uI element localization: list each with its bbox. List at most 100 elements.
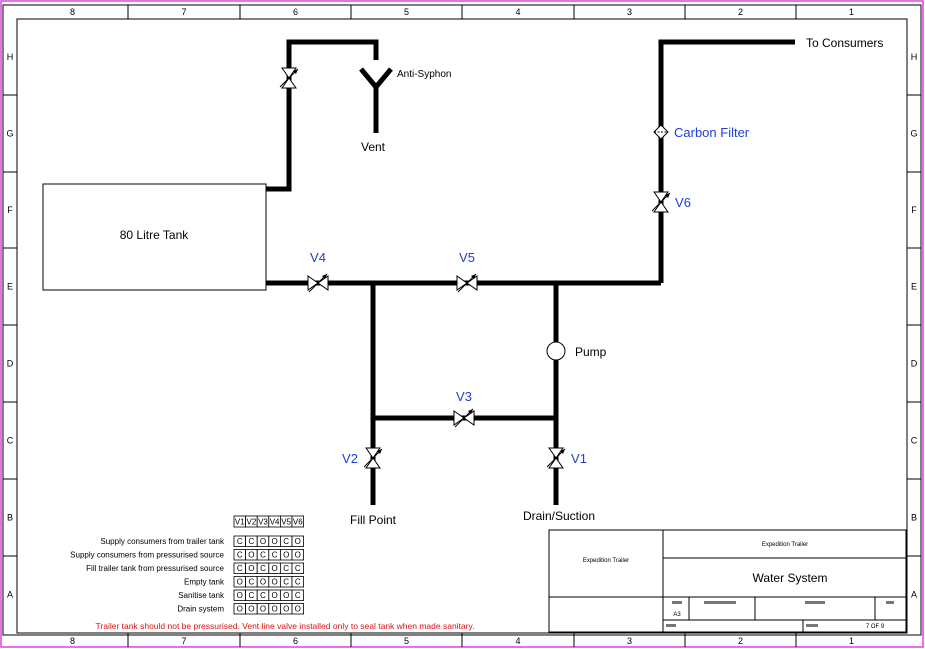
table-row-label: Sanitise tank — [178, 591, 225, 600]
table-cell-text: C — [283, 578, 289, 587]
table-cell-text: O — [295, 551, 301, 560]
row-label-left: E — [7, 282, 13, 292]
valve-v3 — [453, 408, 475, 428]
v6-label: V6 — [675, 195, 691, 210]
row-label-left: F — [7, 205, 13, 215]
field-placeholder — [704, 601, 736, 604]
pump-label: Pump — [575, 345, 607, 359]
table-cell-text: O — [248, 605, 254, 614]
table-cell-text: C — [249, 578, 255, 587]
table-cell-text: C — [295, 591, 301, 600]
column-label-bottom: 7 — [181, 636, 186, 646]
column-label-top: 5 — [404, 7, 409, 17]
vent-label: Vent — [361, 140, 386, 154]
table-header-cell — [291, 515, 305, 528]
table-cell-text: O — [295, 537, 301, 546]
table-cell-text: O — [237, 591, 243, 600]
table-cell-text: C — [237, 564, 243, 573]
warning-note: Trailer tank should not be pressurised. … — [96, 621, 475, 631]
table-row-label: Empty tank — [184, 578, 225, 587]
title-block-company-top: Expedition Trailer — [762, 542, 808, 548]
pipework — [260, 39, 795, 505]
v2-label: V2 — [342, 451, 358, 466]
row-label-left: B — [7, 513, 13, 523]
table-header-text: V4 — [270, 518, 280, 527]
column-label-top: 1 — [849, 7, 854, 17]
field-placeholder — [805, 601, 825, 604]
field-placeholder — [886, 601, 894, 604]
column-label-bottom: 5 — [404, 636, 409, 646]
anti-syphon-label: Anti-Syphon — [397, 69, 451, 80]
table-cell-text: C — [295, 578, 301, 587]
table-cell-text: C — [283, 564, 289, 573]
pump-symbol — [546, 341, 566, 361]
valve-v4 — [307, 273, 329, 293]
table-header-text: V5 — [281, 518, 291, 527]
table-cell-text: O — [237, 605, 243, 614]
column-label-top: 3 — [627, 7, 632, 17]
valve-v1 — [546, 447, 566, 469]
fill-point-label: Fill Point — [350, 513, 397, 527]
row-label-right: A — [911, 590, 917, 600]
title-block-sheet: 7 OF 9 — [866, 624, 885, 630]
column-label-top: 4 — [515, 7, 520, 17]
v4-label: V4 — [310, 250, 326, 265]
carbon-filter-symbol — [653, 124, 669, 140]
column-label-bottom: 3 — [627, 636, 632, 646]
table-cell — [291, 589, 305, 601]
v1-label: V1 — [571, 451, 587, 466]
table-cell-text: C — [237, 537, 243, 546]
valve-v2 — [363, 447, 383, 469]
column-label-top: 2 — [738, 7, 743, 17]
row-label-right: C — [911, 436, 918, 446]
v5-label: V5 — [459, 250, 475, 265]
table-row-label: Supply consumers from trailer tank — [100, 537, 225, 546]
tank-box — [42, 183, 267, 291]
table-row-label: Drain system — [177, 605, 224, 614]
table-cell-text: C — [249, 591, 255, 600]
column-label-bottom: 4 — [515, 636, 520, 646]
vent-valve — [279, 67, 299, 89]
table-cell-text: C — [260, 564, 266, 573]
column-label-bottom: 2 — [738, 636, 743, 646]
row-label-left: A — [7, 590, 13, 600]
table-cell-text: O — [248, 551, 254, 560]
field-placeholder — [672, 601, 682, 604]
vent-pipe — [260, 39, 379, 192]
v3-label: V3 — [456, 389, 472, 404]
field-placeholder — [666, 624, 676, 627]
valve-v5 — [456, 273, 478, 293]
title-block-title: Water System — [753, 571, 828, 585]
title-block: Expedition Trailer Expedition Trailer Wa… — [548, 529, 907, 633]
table-cell-text: O — [283, 605, 289, 614]
title-block-size: A3 — [673, 612, 681, 618]
table-row-label: Fill trailer tank from pressurised sourc… — [86, 564, 224, 573]
column-label-top: 6 — [293, 7, 298, 17]
row-label-left: G — [6, 129, 13, 139]
drain-label: Drain/Suction — [523, 509, 595, 523]
column-label-bottom: 1 — [849, 636, 854, 646]
row-label-right: F — [911, 205, 917, 215]
column-label-bottom: 6 — [293, 636, 298, 646]
table-header-text: V6 — [293, 518, 303, 527]
column-label-top: 8 — [70, 7, 75, 17]
table-header-text: V1 — [235, 518, 245, 527]
row-label-left: H — [7, 52, 14, 62]
table-cell-text: O — [283, 551, 289, 560]
row-label-right: D — [911, 359, 918, 369]
table-cell-text: C — [249, 537, 255, 546]
table-cell — [291, 562, 305, 574]
table-cell-text: C — [260, 591, 266, 600]
table-cell-text: O — [271, 578, 277, 587]
table-cell-text: O — [260, 578, 266, 587]
carbon-filter-label: Carbon Filter — [674, 125, 750, 140]
table-cell-text: O — [271, 564, 277, 573]
row-label-right: B — [911, 513, 917, 523]
title-block-company-left: Expedition Trailer — [583, 558, 629, 564]
table-cell-text: O — [271, 605, 277, 614]
table-cell-text: C — [237, 551, 243, 560]
table-header-text: V2 — [247, 518, 257, 527]
